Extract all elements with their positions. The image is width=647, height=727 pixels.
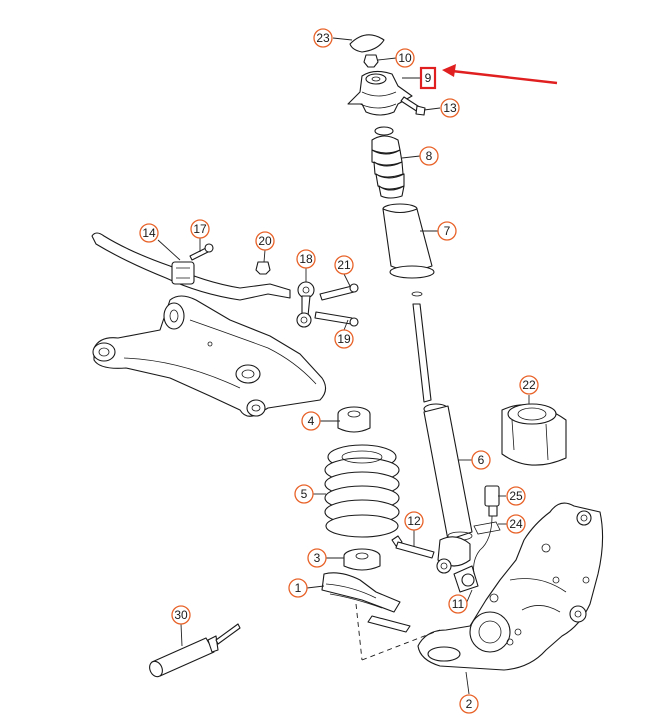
assembly-line [361,629,441,661]
callout-11: 11 [448,594,468,614]
callout-30-label: 30 [174,608,188,622]
callout-9-label: 9 [425,71,432,85]
callout-2: 2 [459,694,479,714]
bush-sleeve [501,403,567,466]
callout-12-label: 12 [407,514,421,528]
callout-30: 30 [171,605,191,625]
callout-7: 7 [437,221,457,241]
callout-10: 10 [395,48,415,68]
callout-17-label: 17 [193,222,207,236]
callout-24: 24 [506,514,526,534]
transverse-link [92,295,327,417]
callout-19-label: 19 [337,332,351,346]
callout-13: 13 [440,98,460,118]
callout-20-label: 20 [258,234,272,248]
callout-22-label: 22 [522,378,536,392]
link-bolt-upper [319,283,359,301]
callout-1-label: 1 [295,581,302,595]
callout-8: 8 [419,146,439,166]
spring-seat-lower [343,548,381,571]
coupling-rod [296,281,315,328]
callout-23-label: 23 [316,31,330,45]
callout-23: 23 [313,28,333,48]
spring-seat-upper [337,406,371,433]
wheel-bearing-housing [417,502,604,671]
callout-11-label: 11 [452,597,465,611]
bump-stop [371,126,405,199]
callout-1: 1 [288,578,308,598]
callout-22: 22 [519,375,539,395]
callout-25: 25 [506,486,526,506]
callout-18-label: 18 [299,252,313,266]
top-mount-cap [349,34,385,53]
callout-7-label: 7 [444,224,451,238]
bush [453,565,479,593]
callout-2-label: 2 [466,697,473,711]
callout-3-label: 3 [314,551,321,565]
callout-9: 9 [419,66,437,90]
callout-8-label: 8 [426,149,433,163]
leader-lines [157,37,530,695]
shock-bolt [391,535,435,559]
callout-14: 14 [139,223,159,243]
callout-6-label: 6 [478,453,485,467]
stabilizer-bar [91,232,291,301]
mount-bolt [400,96,426,116]
coil-spring [324,444,400,538]
link-bolt-lower [314,311,359,327]
callout-10-label: 10 [398,51,412,65]
link-nut [255,261,271,275]
callout-5: 5 [294,484,314,504]
callout-3: 3 [307,548,327,568]
top-nut [363,54,379,68]
callout-25-label: 25 [509,489,523,503]
spring-pad [321,572,411,661]
dust-boot [382,203,435,297]
callout-12: 12 [404,511,424,531]
callout-4: 4 [301,411,321,431]
callout-6: 6 [471,450,491,470]
callout-17: 17 [190,219,210,239]
shock-absorber [412,303,473,574]
callout-19: 19 [334,329,354,349]
callout-21-label: 21 [337,258,351,272]
callout-5-label: 5 [301,487,308,501]
callout-13-label: 13 [443,101,457,115]
sensor-bracket [473,521,501,535]
level-sensor [473,485,500,575]
highlight-arrow [442,64,558,85]
tool-30 [149,623,241,678]
callout-20: 20 [255,231,275,251]
callout-21: 21 [334,255,354,275]
strut-mount [347,70,413,116]
callout-24-label: 24 [509,517,523,531]
callout-18: 18 [296,249,316,269]
clamp-bolt [189,243,214,261]
callout-4-label: 4 [308,414,315,428]
callout-14-label: 14 [142,226,156,240]
